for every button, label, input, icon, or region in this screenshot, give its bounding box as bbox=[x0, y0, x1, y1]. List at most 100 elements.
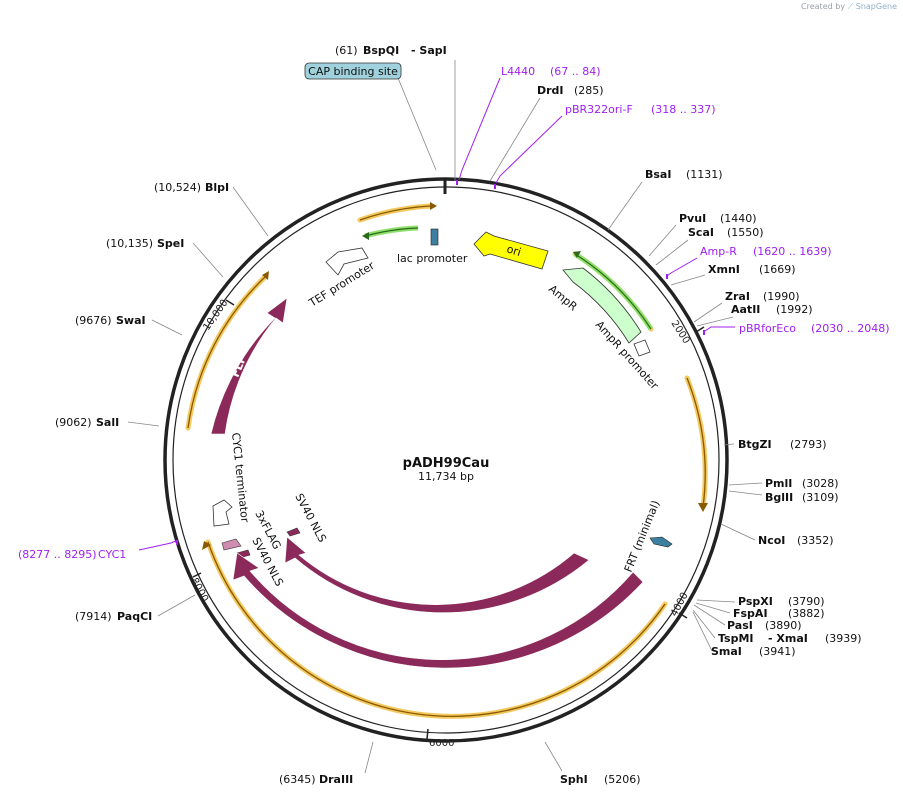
enzyme-pos: (10,524) bbox=[154, 181, 201, 194]
flag-tag-box bbox=[221, 538, 242, 551]
enzyme-btgzi[interactable]: BtgZI (2793) bbox=[738, 438, 827, 451]
primer-l4440[interactable]: L4440 (67 .. 84) bbox=[501, 65, 601, 78]
enzyme-name: DrdI bbox=[537, 84, 564, 97]
plasmid-length: 11,734 bp bbox=[418, 470, 474, 483]
cas9-inner[interactable]: Cas9 bbox=[284, 536, 590, 644]
enzyme-pos: (7914) bbox=[75, 610, 112, 623]
enzyme-blpi[interactable]: (10,524) BlpI bbox=[154, 181, 229, 194]
enzyme-bspqi-sapi[interactable]: (61) BspQI - SapI bbox=[335, 44, 447, 57]
ampr-feature[interactable]: AmpR bbox=[546, 267, 642, 344]
cap-box bbox=[304, 62, 402, 80]
enzyme-scai[interactable]: ScaI (1550) bbox=[688, 226, 764, 239]
enzyme-name: PvuI bbox=[679, 212, 706, 225]
ruler-2000: 2000 bbox=[668, 319, 691, 346]
enzyme-pos: (3882) bbox=[788, 607, 825, 620]
enzyme-pspxi[interactable]: PspXI (3790) bbox=[738, 595, 825, 608]
enzyme-name: BglII bbox=[765, 491, 793, 504]
lac-promoter-box bbox=[430, 228, 439, 246]
enzyme-sali[interactable]: (9062) SalI bbox=[55, 416, 119, 429]
primer-name: CYC1 bbox=[98, 548, 126, 561]
lac-promoter-label: lac promoter bbox=[397, 252, 468, 265]
enzyme-name: PspXI bbox=[738, 595, 773, 608]
enzyme-pos: (1440) bbox=[720, 212, 757, 225]
enzyme-name: NcoI bbox=[758, 534, 785, 547]
cap-leader bbox=[397, 77, 437, 171]
enzyme-pos: (1669) bbox=[759, 263, 796, 276]
enzyme-fspai[interactable]: FspAI (3882) bbox=[733, 607, 825, 620]
branding-prefix: Created by bbox=[801, 2, 846, 11]
primer-pbrforeco[interactable]: pBRforEco (2030 .. 2048) bbox=[739, 322, 890, 335]
enzyme-name: PasI bbox=[727, 619, 753, 632]
enzyme-pvui[interactable]: PvuI (1440) bbox=[679, 212, 757, 225]
enzyme-pos: (3890) bbox=[765, 619, 802, 632]
enzyme-xmni[interactable]: XmnI (1669) bbox=[708, 263, 796, 276]
enzyme-pos: (2793) bbox=[790, 438, 827, 451]
enzyme-tspmi-xmai[interactable]: TspMI - XmaI (3939) bbox=[718, 632, 862, 645]
enzyme-bsai[interactable]: BsaI (1131) bbox=[645, 168, 723, 181]
green-orf-arcs bbox=[362, 225, 654, 331]
enzyme-pasi[interactable]: PasI (3890) bbox=[727, 619, 802, 632]
lac-promoter[interactable]: lac promoter bbox=[397, 228, 468, 265]
enzyme-name: ScaI bbox=[688, 226, 714, 239]
sv40-nls-box-2 bbox=[286, 527, 301, 537]
primer-leaders bbox=[138, 77, 735, 551]
tef-promoter-arrow bbox=[325, 247, 369, 276]
enzyme-pos: (1550) bbox=[727, 226, 764, 239]
primer-pbr322ori-f[interactable]: pBR322ori-F (318 .. 337) bbox=[565, 103, 716, 116]
tef-promoter[interactable]: TEF promoter bbox=[306, 247, 377, 310]
enzyme-pos: (285) bbox=[574, 84, 604, 97]
enzyme-paqci[interactable]: (7914) PaqCI bbox=[75, 610, 152, 623]
enzyme-pos: (1992) bbox=[776, 303, 813, 316]
enzyme-aatii[interactable]: AatII (1992) bbox=[731, 303, 813, 316]
cas9-outer[interactable]: Cas9 bbox=[232, 552, 644, 702]
enzyme-name: BlpI bbox=[205, 181, 229, 194]
enzyme-pos: (3028) bbox=[802, 477, 839, 490]
cap-binding-site[interactable]: CAP binding site bbox=[304, 62, 437, 171]
primer-range: (2030 .. 2048) bbox=[811, 322, 890, 335]
center-title: pADH99Cau 11,734 bp bbox=[403, 456, 490, 483]
ori-feature[interactable]: ori bbox=[473, 231, 549, 270]
enzyme-name: AatII bbox=[731, 303, 760, 316]
enzyme-draiii[interactable]: (6345) DraIII bbox=[279, 773, 353, 786]
cas9-outer-arrow bbox=[232, 552, 644, 669]
snapgene-branding: Created by ⟋ SnapGene bbox=[801, 2, 897, 12]
enzyme-spei[interactable]: (10,135) SpeI bbox=[106, 237, 184, 250]
primer-labels: L4440 (67 .. 84) pBR322ori-F (318 .. 337… bbox=[18, 65, 890, 561]
cas9-outer-label: Cas9 bbox=[418, 688, 450, 702]
frt-feature[interactable]: FRT (minimal) bbox=[622, 499, 673, 575]
enzyme-sphi[interactable]: SphI (5206) bbox=[560, 773, 641, 786]
enzyme-pos: (1131) bbox=[686, 168, 723, 181]
enzyme-pos: (3790) bbox=[788, 595, 825, 608]
enzyme-drdi[interactable]: DrdI (285) bbox=[537, 84, 604, 97]
enzyme-partner: - XmaI bbox=[768, 632, 808, 645]
enzyme-name: PmlI bbox=[765, 477, 792, 490]
enzyme-name: SmaI bbox=[711, 645, 742, 658]
enzyme-pos: (61) bbox=[335, 44, 358, 57]
enzyme-zrai[interactable]: ZraI (1990) bbox=[725, 290, 800, 303]
enzyme-name: BsaI bbox=[645, 168, 671, 181]
enzyme-labels: (61) BspQI - SapI DrdI (285) BsaI (1131)… bbox=[55, 44, 862, 786]
ruler-8000: 8000 bbox=[188, 576, 210, 604]
enzyme-swai[interactable]: (9676) SwaI bbox=[75, 314, 146, 327]
enzyme-name: SpeI bbox=[157, 237, 184, 250]
flp-feature[interactable]: FLP bbox=[210, 297, 288, 435]
ampr-arrow bbox=[562, 267, 642, 344]
enzyme-name: XmnI bbox=[708, 263, 740, 276]
enzyme-pmli[interactable]: PmlI (3028) bbox=[765, 477, 839, 490]
snapgene-logo: ⟋ bbox=[847, 2, 856, 11]
enzyme-bglii[interactable]: BglII (3109) bbox=[765, 491, 839, 504]
cas9-inner-arrow bbox=[284, 536, 590, 614]
cyc1-terminator-arrow bbox=[212, 499, 233, 527]
enzyme-name: TspMI bbox=[718, 632, 754, 645]
enzyme-smai[interactable]: SmaI (3941) bbox=[711, 645, 796, 658]
enzyme-pos: (9062) bbox=[55, 416, 92, 429]
enzyme-ncoi[interactable]: NcoI (3352) bbox=[758, 534, 834, 547]
enzyme-name: ZraI bbox=[725, 290, 750, 303]
cyc1-terminator[interactable]: CYC1 terminator bbox=[212, 432, 251, 527]
flp-arrow bbox=[210, 297, 288, 435]
primer-cyc1[interactable]: (8277 .. 8295) CYC1 bbox=[18, 548, 126, 561]
sv40-nls-label-2: SV40 NLS bbox=[292, 491, 329, 544]
enzyme-pos: (9676) bbox=[75, 314, 112, 327]
primer-amp-r[interactable]: Amp-R (1620 .. 1639) bbox=[700, 245, 832, 258]
